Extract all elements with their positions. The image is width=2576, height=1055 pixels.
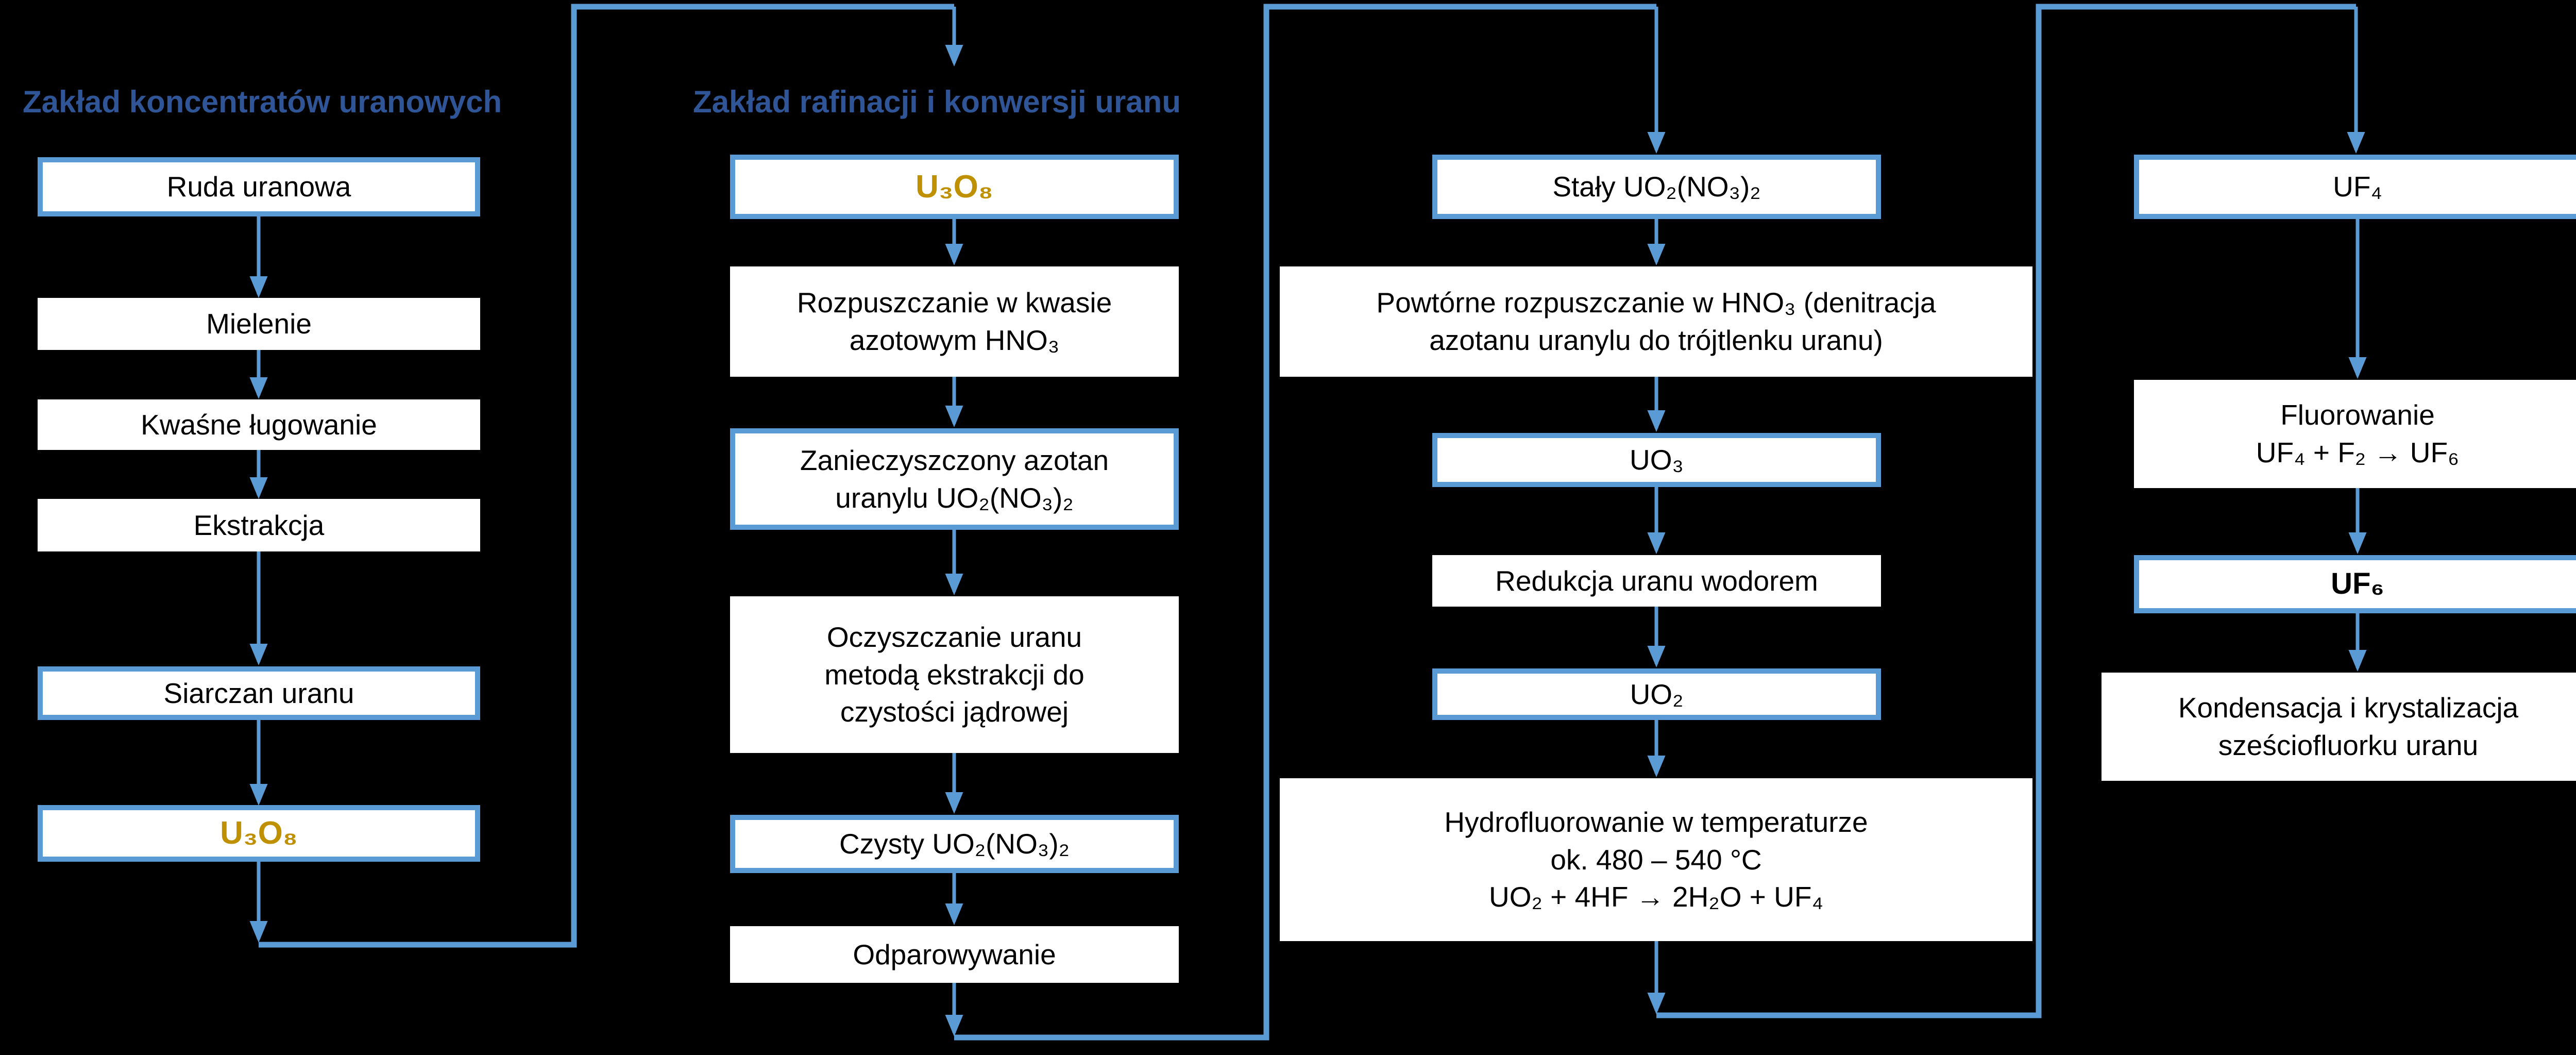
box-uf6: UF₆ (2134, 555, 2576, 613)
box-rozpuszczanie-hno3: Rozpuszczanie w kwasie azotowym HNO₃ (730, 266, 1179, 377)
connector-line (954, 4, 1656, 1041)
box-ruda-uranowa: Ruda uranowa (38, 157, 480, 216)
box-ekstrakcja: Ekstrakcja (38, 499, 480, 551)
box-kwasne-lugowanie: Kwaśne ługowanie (38, 399, 480, 450)
box-zanieczyszczony-azotan-uranylu: Zanieczyszczony azotan uranylu UO₂(NO₃)₂ (730, 428, 1179, 530)
box-czysty-azotan-uranylu: Czysty UO₂(NO₃)₂ (730, 815, 1179, 873)
connector-line (1656, 4, 2356, 1018)
box-fluorowanie: Fluorowanie UF₄ + F₂ → UF₆ (2134, 380, 2576, 488)
box-uo2: UO₂ (1432, 668, 1881, 720)
box-uf4: UF₄ (2134, 155, 2576, 219)
box-staly-azotan-uranylu: Stały UO₂(NO₃)₂ (1432, 155, 1881, 219)
box-odparowywanie: Odparowywanie (730, 926, 1179, 983)
box-u3o8-rafinacja: U₃O₈ (730, 155, 1179, 219)
box-kondensacja-krystalizacja: Kondensacja i krystalizacja sześciofluor… (2102, 673, 2576, 781)
box-siarczan-uranu: Siarczan uranu (38, 666, 480, 720)
box-hydrofluorowanie: Hydrofluorowanie w temperaturze ok. 480 … (1280, 778, 2032, 941)
box-oczyszczanie-uranu: Oczyszczanie uranu metodą ekstrakcji do … (730, 596, 1179, 753)
box-redukcja-wodorem: Redukcja uranu wodorem (1432, 555, 1881, 607)
box-powtorne-rozpuszczanie: Powtórne rozpuszczanie w HNO₃ (denitracj… (1280, 266, 2032, 377)
box-uo3: UO₃ (1432, 433, 1881, 487)
box-u3o8-koncentrat: U₃O₈ (38, 805, 480, 862)
column-header-rafinacja: Zakład rafinacji i konwersji uranu (693, 85, 1181, 119)
connector-line (259, 4, 954, 948)
column-header-koncentraty: Zakład koncentratów uranowych (23, 85, 502, 119)
box-mielenie: Mielenie (38, 298, 480, 350)
